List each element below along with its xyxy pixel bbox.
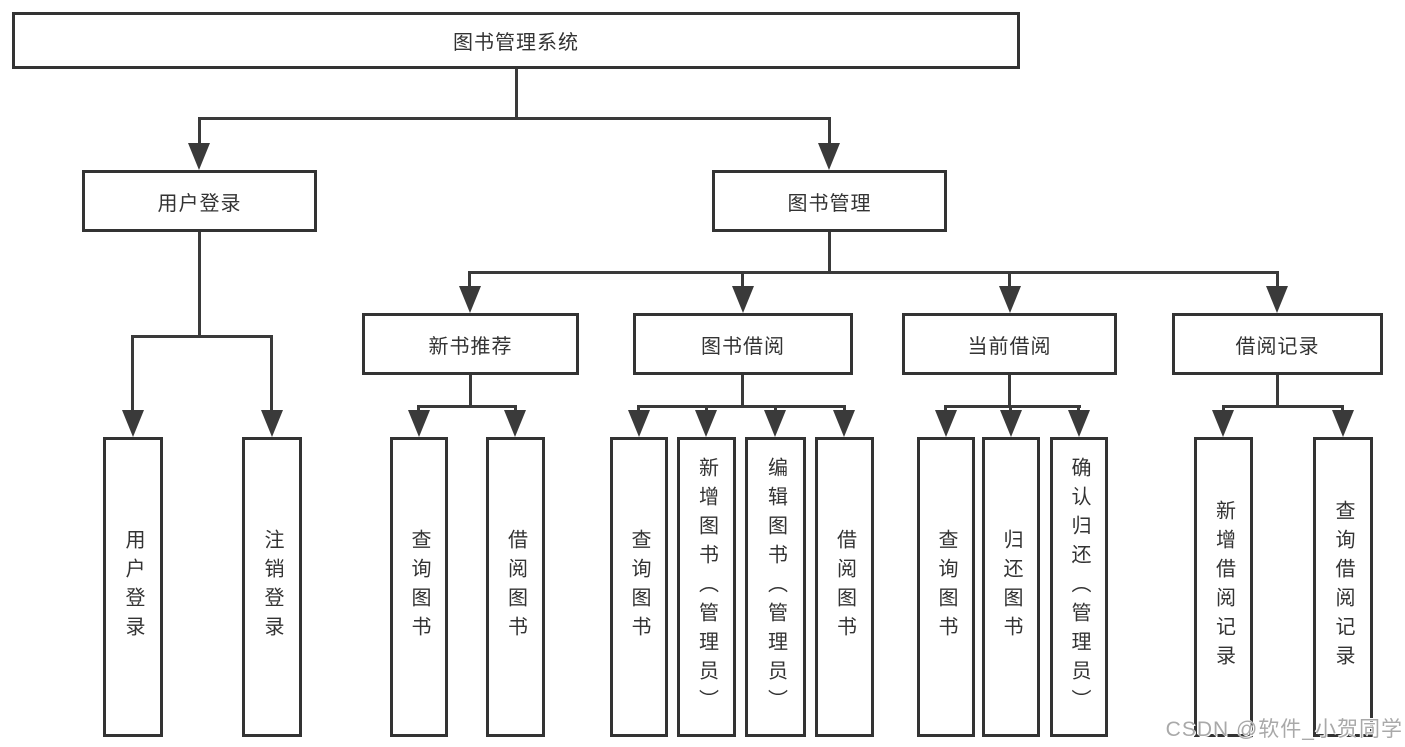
leaf-borrow-books-recommend: 借阅图书 xyxy=(486,437,545,737)
leaf-edit-books-admin: 编辑图书（管理员） xyxy=(745,437,806,737)
connector-line xyxy=(468,271,471,289)
arrow-down-icon xyxy=(459,286,481,313)
arrow-down-icon xyxy=(1068,410,1090,437)
connector-line xyxy=(1276,375,1279,406)
leaf-label: 查询图书 xyxy=(935,529,957,645)
leaf-label: 新增借阅记录 xyxy=(1212,500,1235,674)
node-label: 新书推荐 xyxy=(428,335,513,358)
leaf-label: 新增图书（管理员） xyxy=(695,456,718,718)
arrow-down-icon xyxy=(935,410,957,437)
node-label: 图书借阅 xyxy=(701,335,785,358)
leaf-search-books-current: 查询图书 xyxy=(917,437,975,737)
connector-line xyxy=(468,271,1279,274)
connector-line xyxy=(198,232,201,336)
connector-line xyxy=(131,335,134,413)
arrow-down-icon xyxy=(504,410,526,437)
node-label: 图书管理 xyxy=(787,192,872,215)
connector-line xyxy=(1008,271,1011,289)
leaf-search-books-recommend: 查询图书 xyxy=(390,437,448,737)
connector-line xyxy=(131,335,273,338)
leaf-label: 注销登录 xyxy=(261,529,283,645)
connector-line xyxy=(515,69,518,118)
arrow-down-icon xyxy=(628,410,650,437)
leaf-add-borrowing-record: 新增借阅记录 xyxy=(1194,437,1253,737)
arrow-down-icon xyxy=(1332,410,1354,437)
connector-line xyxy=(741,271,744,289)
leaf-label: 编辑图书（管理员） xyxy=(764,456,787,718)
leaf-search-books-borrowing: 查询图书 xyxy=(610,437,668,737)
leaf-label: 确认归还（管理员） xyxy=(1068,456,1090,718)
arrow-down-icon xyxy=(732,286,754,313)
node-book-management: 图书管理 xyxy=(712,170,947,232)
connector-line xyxy=(637,405,846,408)
node-label: 借阅记录 xyxy=(1235,335,1320,358)
arrow-down-icon xyxy=(188,143,210,170)
leaf-logout: 注销登录 xyxy=(242,437,302,737)
connector-line xyxy=(469,375,472,406)
connector-line xyxy=(741,375,744,406)
node-borrowing-records: 借阅记录 xyxy=(1172,313,1383,375)
leaf-label: 查询图书 xyxy=(628,529,650,645)
leaf-user-login: 用户登录 xyxy=(103,437,163,737)
connector-line xyxy=(417,405,517,408)
arrow-down-icon xyxy=(695,410,717,437)
node-label: 用户登录 xyxy=(157,192,242,215)
leaf-search-borrowing-record: 查询借阅记录 xyxy=(1313,437,1373,737)
leaf-label: 借阅图书 xyxy=(833,529,856,645)
leaf-return-books: 归还图书 xyxy=(982,437,1040,737)
arrow-down-icon xyxy=(408,410,430,437)
leaf-label: 借阅图书 xyxy=(504,529,527,645)
arrow-down-icon xyxy=(1266,286,1288,313)
arrow-down-icon xyxy=(261,410,283,437)
arrow-down-icon xyxy=(1212,410,1234,437)
arrow-down-icon xyxy=(1000,410,1022,437)
connector-line xyxy=(828,232,831,273)
arrow-down-icon xyxy=(999,286,1021,313)
arrow-down-icon xyxy=(833,410,855,437)
connector-line xyxy=(1008,375,1011,406)
arrow-down-icon xyxy=(764,410,786,437)
leaf-confirm-return-admin: 确认归还（管理员） xyxy=(1050,437,1108,737)
node-new-book-recommendation: 新书推荐 xyxy=(362,313,579,375)
connector-line xyxy=(1222,405,1344,408)
connector-line xyxy=(198,117,201,147)
leaf-borrow-books-borrowing: 借阅图书 xyxy=(815,437,874,737)
connector-line xyxy=(270,335,273,413)
node-book-borrowing: 图书借阅 xyxy=(633,313,853,375)
arrow-down-icon xyxy=(122,410,144,437)
connector-line xyxy=(944,405,1081,408)
node-label: 当前借阅 xyxy=(967,335,1052,358)
arrow-down-icon xyxy=(818,143,840,170)
connector-line xyxy=(198,117,831,120)
connector-line xyxy=(828,117,831,147)
watermark: CSDN @软件_小贺同学 xyxy=(1165,718,1403,741)
leaf-label: 查询图书 xyxy=(408,529,430,645)
node-library-management-system: 图书管理系统 xyxy=(12,12,1020,69)
node-current-borrowing: 当前借阅 xyxy=(902,313,1117,375)
leaf-label: 用户登录 xyxy=(122,529,144,645)
node-user-login: 用户登录 xyxy=(82,170,317,232)
leaf-label: 查询借阅记录 xyxy=(1332,500,1354,674)
leaf-label: 归还图书 xyxy=(1000,529,1022,645)
node-label: 图书管理系统 xyxy=(453,32,579,54)
leaf-add-books-admin: 新增图书（管理员） xyxy=(677,437,736,737)
connector-line xyxy=(1276,271,1279,289)
